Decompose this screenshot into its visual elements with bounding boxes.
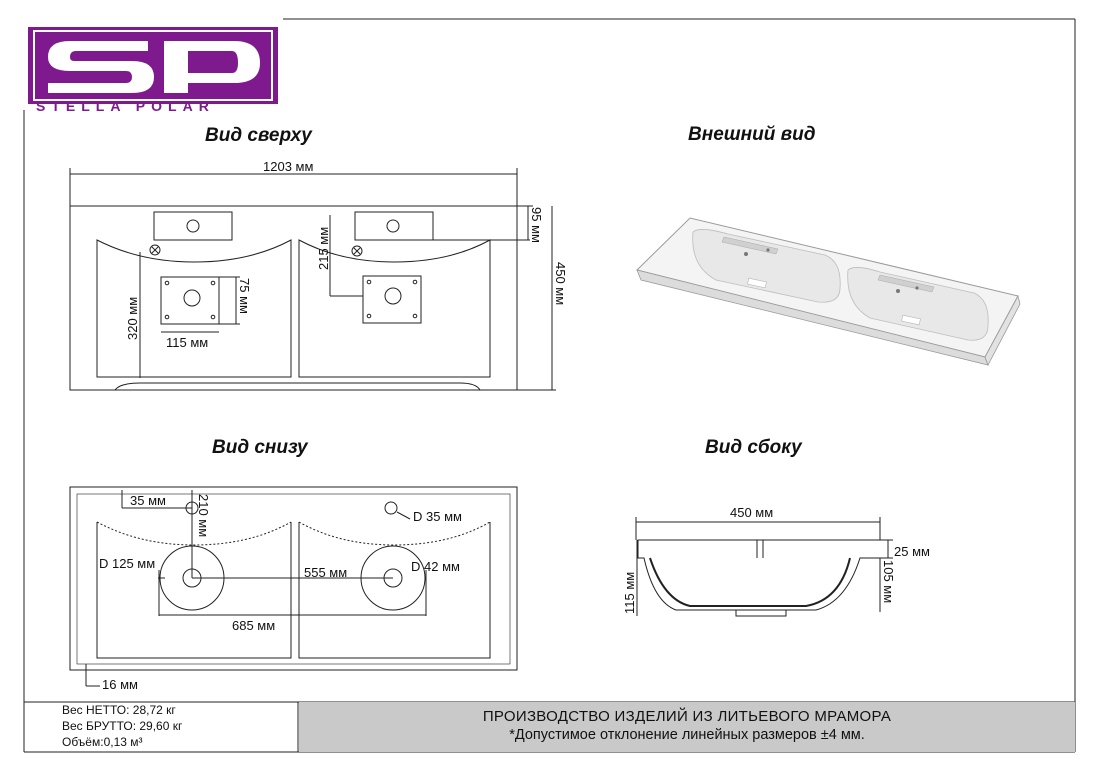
gross-weight: Вес БРУТТО: 29,60 кг [62, 719, 183, 733]
dim-faucet-offset: 95 мм [529, 207, 544, 243]
footer-title: ПРОИЗВОДСТВО ИЗДЕЛИЙ ИЗ ЛИТЬЕВОГО МРАМОР… [482, 708, 892, 725]
volume: Объём:0,13 м³ [62, 735, 143, 749]
dim-side-total-height: 115 мм [622, 572, 637, 614]
dim-drain-offset: 215 мм [316, 227, 331, 270]
dim-faucet-hole-diameter: D 35 мм [413, 509, 462, 524]
dim-hole-y: 210 мм [196, 494, 211, 537]
dim-bowl-depth: 320 мм [125, 297, 140, 340]
dim-between-bowls: 555 мм [304, 565, 347, 580]
specs-box: Вес НЕТТО: 28,72 кг Вес БРУТТО: 29,60 кг… [28, 702, 298, 752]
brand-logo [28, 27, 278, 104]
dim-drain-diameter-left: D 125 мм [99, 556, 155, 571]
title-exterior-view: Внешний вид [688, 124, 816, 145]
dim-side-bowl-height: 105 мм [881, 560, 896, 603]
dim-overall-depth: 450 мм [553, 262, 568, 305]
footer-tolerance-note: *Допустимое отклонение линейных размеров… [509, 727, 865, 743]
dim-drain-diameter-right: D 42 мм [411, 559, 460, 574]
dim-hole-x: 35 мм [130, 493, 166, 508]
dim-drain-spacing: 685 мм [232, 618, 275, 633]
dim-bracket-height: 75 мм [237, 278, 252, 314]
dim-side-depth: 450 мм [730, 505, 773, 520]
brand-name: STELLA POLAR [36, 98, 215, 114]
dim-edge: 16 мм [102, 677, 138, 692]
title-bottom-view: Вид снизу [212, 437, 309, 458]
dim-side-rim: 25 мм [894, 544, 930, 559]
sheet-frame [23, 18, 1076, 753]
sp-logo-mark [33, 30, 273, 101]
exterior-view-render [636, 217, 1021, 366]
side-view-drawing [635, 517, 893, 617]
net-weight: Вес НЕТТО: 28,72 кг [62, 703, 176, 717]
bottom-view-drawing [69, 486, 518, 687]
title-top-view: Вид сверху [205, 125, 313, 146]
top-view-drawing [69, 168, 556, 391]
dim-bracket-width: 115 мм [166, 335, 208, 350]
title-side-view: Вид сбоку [705, 437, 803, 458]
dim-overall-width: 1203 мм [263, 159, 313, 174]
footer-banner: ПРОИЗВОДСТВО ИЗДЕЛИЙ ИЗ ЛИТЬЕВОГО МРАМОР… [299, 702, 1075, 752]
